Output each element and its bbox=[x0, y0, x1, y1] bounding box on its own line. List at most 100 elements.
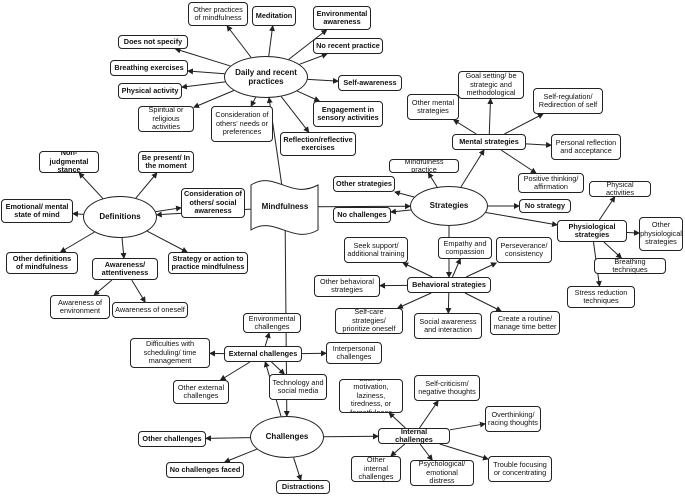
node-routine: Create a routine/ manage time better bbox=[490, 311, 560, 335]
edge-internal-to-trouble-focus bbox=[439, 443, 489, 461]
node-other-chall: Other challenges bbox=[138, 431, 206, 447]
node-other-external: Other external challenges bbox=[173, 380, 229, 404]
node-personal-refl: Personal reflection and acceptance bbox=[551, 134, 621, 160]
edge-daily-to-phys-activity bbox=[181, 81, 226, 90]
node-other-defs: Other definitions of mindfulness bbox=[6, 252, 78, 274]
edge-daily-to-no-recent bbox=[299, 52, 328, 65]
node-lack-motivation: Lack of motivation, laziness, tiredness,… bbox=[339, 379, 403, 413]
edge-daily-to-meditation bbox=[268, 25, 276, 57]
edge-internal-to-self-crit bbox=[419, 400, 439, 429]
edge-behavioral-to-empathy bbox=[452, 258, 462, 278]
edge-definitions-to-other-defs bbox=[59, 231, 95, 253]
node-aware-env: Awareness of environment bbox=[50, 295, 110, 319]
node-self-care: Self-care strategies/ prioritize oneself bbox=[335, 308, 403, 334]
node-tech: Technology and social media bbox=[269, 374, 327, 400]
edge-challenges-to-no-chall-faced bbox=[223, 448, 258, 463]
node-stress-red: Stress reduction techniques bbox=[567, 286, 635, 308]
node-breathing-tech: Breathing techniques bbox=[594, 258, 666, 274]
edge-daily-to-spiritual bbox=[193, 90, 235, 109]
node-seek-support: Seek support/ additional training bbox=[344, 237, 408, 263]
node-present: Be present/ In the moment bbox=[138, 151, 194, 173]
edge-physiological-to-other-physio bbox=[626, 229, 640, 236]
node-phys-activities: Physical activities bbox=[589, 181, 651, 197]
node-env-awareness: Environmental awareness bbox=[313, 6, 371, 30]
edge-strategies-to-mind-practice bbox=[427, 172, 438, 188]
node-distractions: Distractions bbox=[276, 480, 330, 494]
node-mental: Mental strategies bbox=[452, 134, 526, 150]
node-challenges: Challenges bbox=[250, 416, 324, 458]
edge-physiological-to-breathing-tech bbox=[603, 241, 623, 259]
edge-internal-to-lack-motivation bbox=[388, 412, 406, 429]
node-behavioral: Behavioral strategies bbox=[407, 277, 491, 293]
edge-mental-to-self-reg bbox=[504, 113, 544, 135]
edge-center-to-strategies bbox=[316, 203, 412, 210]
edge-definitions-to-non-judg bbox=[78, 172, 104, 199]
edge-definitions-to-strategy-action bbox=[146, 230, 188, 253]
node-awareness: Awareness/ attentiveness bbox=[92, 258, 158, 280]
node-psych: Psychological/ emotional distress bbox=[410, 460, 474, 486]
node-aware-self: Awareness of oneself bbox=[112, 302, 188, 318]
edge-daily-to-self-aware bbox=[307, 77, 339, 84]
node-emotional: Emotional/ mental state of mind bbox=[1, 199, 73, 223]
edge-mental-to-goal bbox=[487, 98, 494, 135]
node-overthinking: Overthinking/ racing thoughts bbox=[485, 406, 541, 432]
node-consider-social: Consideration of others/ social awarenes… bbox=[181, 188, 245, 218]
node-difficulties: Difficulties with scheduling/ time manag… bbox=[130, 338, 210, 368]
edge-mental-to-personal-refl bbox=[525, 141, 552, 148]
node-other-internal: Other internal challenges bbox=[351, 456, 401, 482]
node-no-chall-faced: No challenges faced bbox=[166, 462, 244, 478]
node-spiritual: Spiritual or religious activities bbox=[138, 106, 194, 132]
node-breathing-ex: Breathing exercises bbox=[110, 60, 188, 76]
node-self-crit: Self-criticism/ negative thoughts bbox=[414, 375, 480, 401]
edge-strategies-to-no-challenges bbox=[390, 208, 411, 215]
node-definitions: Definitions bbox=[83, 196, 157, 238]
edge-daily-to-consider-needs bbox=[250, 97, 257, 107]
edge-physiological-to-phys-activities bbox=[598, 196, 616, 221]
edge-internal-to-psych bbox=[419, 443, 433, 461]
edge-definitions-to-emotional bbox=[72, 210, 84, 217]
node-phys-activity: Physical activity bbox=[118, 83, 182, 99]
edge-challenges-to-other-chall bbox=[205, 435, 251, 442]
node-no-recent: No recent practice bbox=[313, 38, 383, 54]
edge-strategies-to-mental bbox=[460, 149, 485, 188]
node-meditation: Meditation bbox=[252, 6, 296, 26]
edge-behavioral-to-self-care bbox=[396, 292, 432, 309]
edge-awareness-to-aware-env bbox=[93, 279, 113, 296]
edge-daily-to-env-awareness bbox=[288, 29, 328, 60]
node-no-strategy: No strategy bbox=[519, 199, 571, 213]
node-non-judg: Non-judgmental stance bbox=[39, 151, 99, 173]
node-interpersonal: Interpersonal challenges bbox=[326, 342, 382, 364]
edge-daily-to-not-specify bbox=[174, 47, 231, 67]
node-goal: Goal setting/ be strategic and methodolo… bbox=[458, 71, 524, 99]
node-strategy-action: Strategy or action to practice mindfulne… bbox=[168, 252, 248, 274]
node-social-aw: Social awareness and interaction bbox=[414, 313, 482, 339]
edge-definitions-to-consider-social bbox=[155, 205, 182, 213]
edge-daily-to-breathing-ex bbox=[187, 68, 225, 75]
edge-definitions-to-present bbox=[135, 172, 158, 199]
node-not-specify: Does not specify bbox=[118, 35, 188, 49]
node-center: Mindfulness bbox=[261, 202, 309, 212]
node-reflection: Reflection/reflective exercises bbox=[280, 132, 356, 156]
edge-strategies-to-other-strat bbox=[393, 190, 415, 198]
edge-daily-to-other-practices bbox=[226, 25, 252, 58]
edge-challenges-to-distractions bbox=[293, 457, 303, 481]
edge-mental-to-other-mental bbox=[452, 119, 477, 135]
node-other-mental: Other mental strategies bbox=[407, 94, 459, 120]
edge-daily-to-reflection bbox=[280, 96, 310, 133]
edge-daily-to-sensory bbox=[296, 90, 321, 102]
edge-external-to-tech bbox=[271, 361, 285, 375]
edge-external-to-other-external bbox=[219, 361, 251, 381]
node-self-reg: Self-regulation/ Redirection of self bbox=[533, 88, 603, 114]
edge-definitions-to-awareness bbox=[120, 237, 127, 259]
edge-internal-to-overthinking bbox=[449, 421, 486, 431]
node-empathy: Empathy and compassion bbox=[438, 237, 492, 259]
node-internal: Internal challenges bbox=[378, 428, 450, 444]
node-other-behav: Other behavioral strategies bbox=[314, 275, 380, 297]
edge-mental-to-positive bbox=[500, 149, 537, 174]
node-daily: Daily and recent practices bbox=[224, 56, 308, 98]
node-no-challenges: No challenges bbox=[333, 207, 391, 223]
edge-internal-to-other-internal bbox=[390, 443, 406, 457]
node-trouble-focus: Trouble focusing or concentrating bbox=[488, 456, 552, 482]
